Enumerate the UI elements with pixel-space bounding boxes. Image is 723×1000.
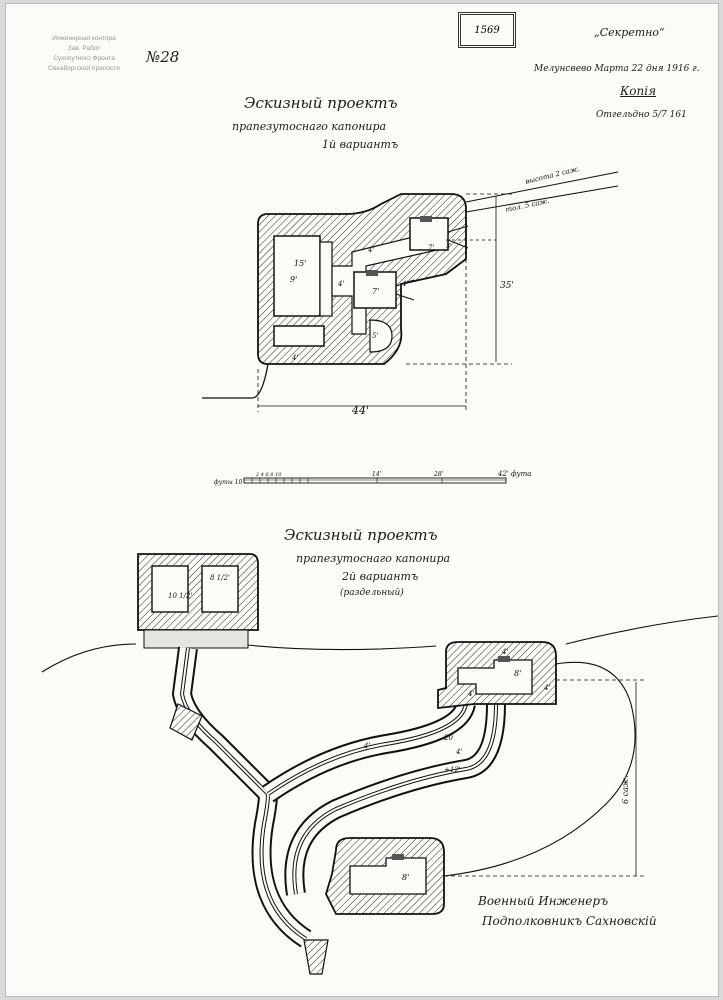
dim-label: 6 саж. <box>621 775 630 804</box>
dim-label: 7' <box>372 287 379 296</box>
dim-label: 7' <box>428 244 434 252</box>
dim-label: 5' <box>372 332 378 340</box>
slope-label: высота 2 саж. <box>525 165 581 186</box>
variant1-embrasure <box>447 225 469 249</box>
variant1-subtitle: прапезутоcнаго капонира <box>232 120 387 133</box>
variant2-flank-line <box>443 661 636 877</box>
dim-label: 4' <box>291 354 298 362</box>
dim-label: 4' <box>367 246 374 254</box>
drawing-sheet: Инженерная контора Зав. Работ Сухопутног… <box>6 4 718 996</box>
variant1-bottom-room <box>273 325 325 347</box>
outgoing-reference: Отгельдно 5/7 161 <box>596 110 687 120</box>
secret-label: „Секретно“ <box>594 26 665 39</box>
variant2-right-room <box>457 659 533 695</box>
dim-label: 4' <box>467 690 474 698</box>
place-date: Мелунсвево Марта 22 дня 1916 г. <box>534 64 700 74</box>
scale-label: 42' фута <box>497 470 531 478</box>
variant2-title: Эскизный проектъ <box>284 526 438 544</box>
dim-label: 20 <box>443 734 453 742</box>
archive-stamp: Инженерная контора Зав. Работ Сухопутног… <box>24 34 144 74</box>
dim-label: 9' <box>290 275 297 284</box>
variant2-bottom-room <box>349 857 427 895</box>
archive-number: 1569 <box>474 24 500 36</box>
variant2-stair <box>169 703 203 741</box>
variant2-branch <box>293 703 497 895</box>
scale-label: 2 4 6 8 10 <box>255 472 282 478</box>
variant1-gun-port <box>420 216 432 222</box>
dim-label: 4' <box>455 748 462 756</box>
dim-label: 35' <box>500 281 514 291</box>
dim-label: 4' <box>543 684 550 692</box>
variant2-room-right <box>201 565 239 613</box>
dim-label: 8 1/2' <box>210 574 230 582</box>
variant1-embrasure <box>395 279 415 301</box>
variant2-block-base <box>143 629 249 649</box>
variant2-gun-port <box>392 854 404 860</box>
variant2-room-left <box>151 565 189 613</box>
variant1-gun-port <box>366 270 378 276</box>
variant1-corridor <box>319 241 333 317</box>
variant2-plan <box>41 553 718 975</box>
stamp-line: Свеаборгской Крепости <box>48 65 120 72</box>
dim-label: 15' <box>294 259 306 268</box>
copy-label: Копія <box>620 84 657 98</box>
dim-label: 4' <box>337 280 344 288</box>
scale-bar <box>243 477 507 484</box>
dim-label: 4' <box>501 648 508 656</box>
dim-label: 44' <box>351 404 369 417</box>
stamp-line: Сухопутного Фронта <box>53 55 115 62</box>
variant2-exit <box>303 939 329 975</box>
dim-label: 8' <box>514 669 521 678</box>
stamp-line: Инженерная контора <box>52 35 116 42</box>
variant2-branch <box>267 703 467 795</box>
dim-label: +12' <box>444 766 461 774</box>
archive-number-box: 1569 <box>458 12 516 48</box>
variant2-gun-port <box>498 656 510 662</box>
dim-label: 8' <box>402 873 409 882</box>
slope-label: тол. 5 саж. <box>505 197 550 214</box>
variant1-upper-casemate <box>409 217 449 251</box>
terrain-line <box>41 615 718 673</box>
variant1-plan <box>202 171 619 412</box>
variant2-number: 2й вариантъ <box>342 570 419 583</box>
signature-name: Подполковникъ Сахновскій <box>482 914 657 928</box>
scale-label: 28' <box>433 471 444 478</box>
dim-label: 4' <box>401 280 408 288</box>
plan-drawings: 15' 9' 4' 4' 7' 7' 4' 3' 5' 4' 35' 44' в… <box>41 165 718 975</box>
dim-label: 3' <box>446 243 452 250</box>
sheet-number: №28 <box>146 48 180 66</box>
stamp-line: Зав. Работ <box>67 45 101 52</box>
scale-label: 14' <box>372 471 382 478</box>
variant1-ditch-line <box>465 171 619 203</box>
variant1-glacis <box>202 363 269 399</box>
scale-label: футы 10 <box>214 479 242 486</box>
signature-rank: Военный Инженеръ <box>478 894 609 908</box>
variant1-title: Эскизный проектъ <box>244 94 398 112</box>
variant1-number: 1й вариантъ <box>322 138 399 151</box>
dim-label: 10 1/2' <box>168 592 192 600</box>
variant2-note: (раздельный) <box>340 588 404 598</box>
variant1-main-room <box>273 235 321 317</box>
dim-label: 4' <box>363 742 370 750</box>
variant1-ditch-line <box>465 185 619 213</box>
variant1-stair <box>369 319 393 353</box>
variant2-subtitle: прапезутоcнаго капонира <box>296 552 451 565</box>
